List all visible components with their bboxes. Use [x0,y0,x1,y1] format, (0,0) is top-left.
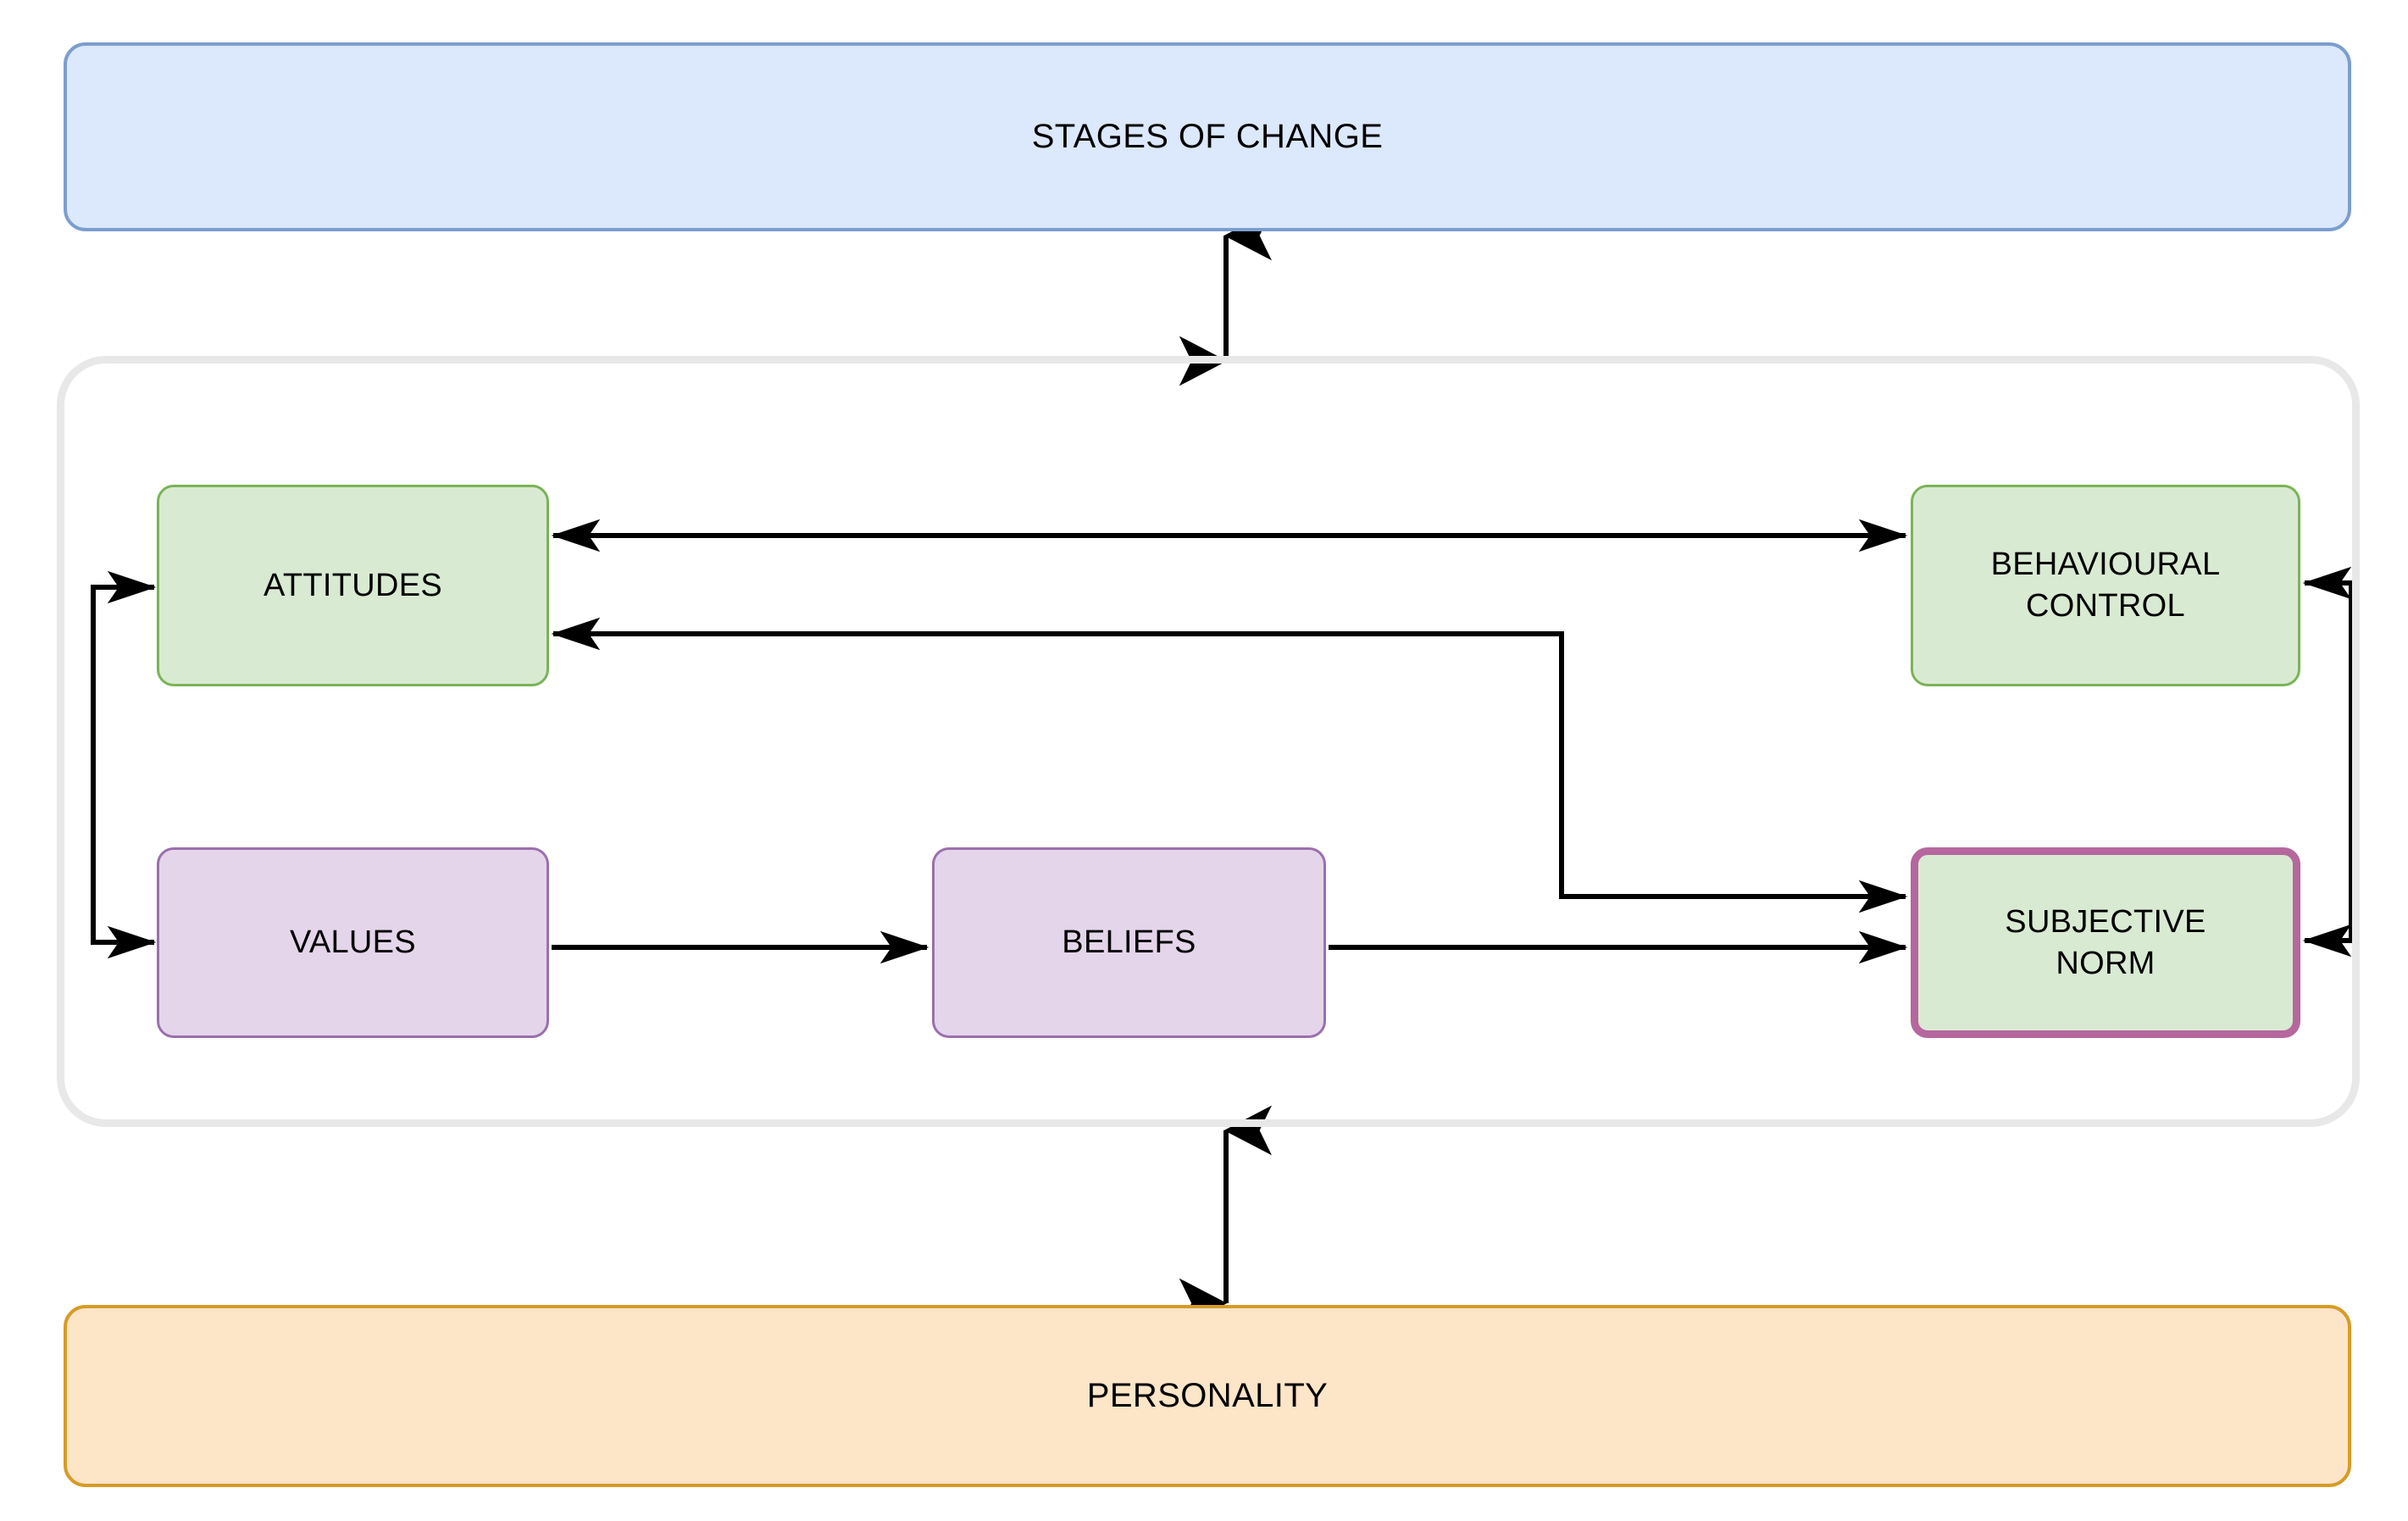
node-values[interactable]: VALUES [157,847,549,1038]
node-behavioural-control[interactable]: BEHAVIOURAL CONTROL [1911,485,2300,686]
node-subjective-norm[interactable]: SUBJECTIVE NORM [1911,847,2300,1038]
core-constructs-group [57,356,2360,1127]
node-personality[interactable]: PERSONALITY [64,1305,2351,1487]
node-attitudes[interactable]: ATTITUDES [157,485,549,686]
node-stages-of-change[interactable]: STAGES OF CHANGE [64,42,2351,231]
node-beliefs[interactable]: BELIEFS [932,847,1326,1038]
